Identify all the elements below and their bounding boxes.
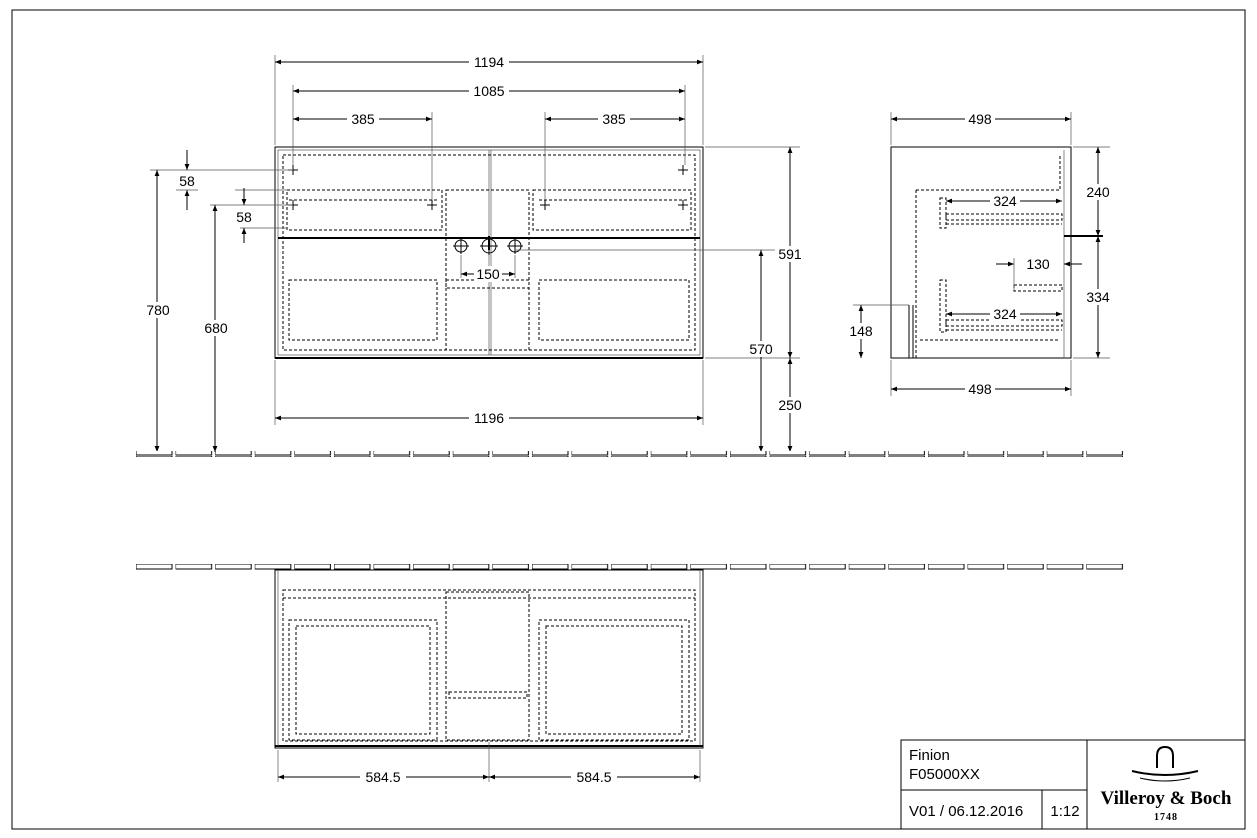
brand-logo: Villeroy & Boch 1748 [1101, 745, 1232, 823]
side-cabinet-outline [890, 146, 1072, 359]
bottom-cabinet-outline [274, 569, 704, 749]
dim-324-upper: 324 [993, 193, 1017, 209]
dim-240: 240 [1086, 184, 1110, 200]
dim-1085: 1085 [473, 83, 504, 99]
dim-591: 591 [778, 246, 802, 262]
bottom-view: 584.5 584.5 [274, 569, 704, 785]
dim-250: 250 [778, 397, 802, 413]
dim-324-lower: 324 [993, 306, 1017, 322]
dim-385-left: 385 [351, 111, 375, 127]
brand-year: 1748 [1154, 812, 1178, 823]
dim-58-bottom: 58 [236, 209, 252, 225]
water-connections [453, 237, 523, 255]
faucet-icon [1156, 745, 1174, 768]
floor-line-top [136, 451, 1124, 457]
version-date: V01 / 06.12.2016 [909, 803, 1023, 820]
mounting-points [288, 165, 688, 210]
side-view: 498 240 324 130 334 148 324 498 [847, 111, 1112, 397]
product-name: Finion [909, 747, 950, 764]
dim-1194: 1194 [474, 54, 504, 70]
title-block: Finion F05000XX V01 / 06.12.2016 1:12 Vi… [900, 739, 1246, 830]
dim-130: 130 [1026, 256, 1050, 272]
dim-58-top: 58 [179, 173, 195, 189]
dim-780: 780 [146, 302, 170, 318]
dim-148: 148 [849, 323, 873, 339]
front-view: 1194 1085 385 385 58 58 780 680 150 [145, 54, 804, 452]
dim-1196: 1196 [474, 410, 504, 426]
dim-334: 334 [1086, 289, 1110, 305]
dim-498-bottom: 498 [968, 381, 992, 397]
drawing-frame [11, 9, 1246, 830]
dim-150: 150 [476, 266, 500, 282]
dim-570: 570 [749, 341, 773, 357]
scale: 1:12 [1050, 803, 1079, 820]
dim-680: 680 [204, 320, 228, 336]
floor-line-bottom [136, 564, 1124, 570]
dim-498-top: 498 [968, 111, 992, 127]
article-number: F05000XX [909, 766, 980, 783]
brand-name: Villeroy & Boch [1101, 788, 1232, 809]
dim-584-5-left: 584.5 [365, 769, 400, 785]
dim-584-5-right: 584.5 [576, 769, 611, 785]
dim-385-right: 385 [602, 111, 626, 127]
